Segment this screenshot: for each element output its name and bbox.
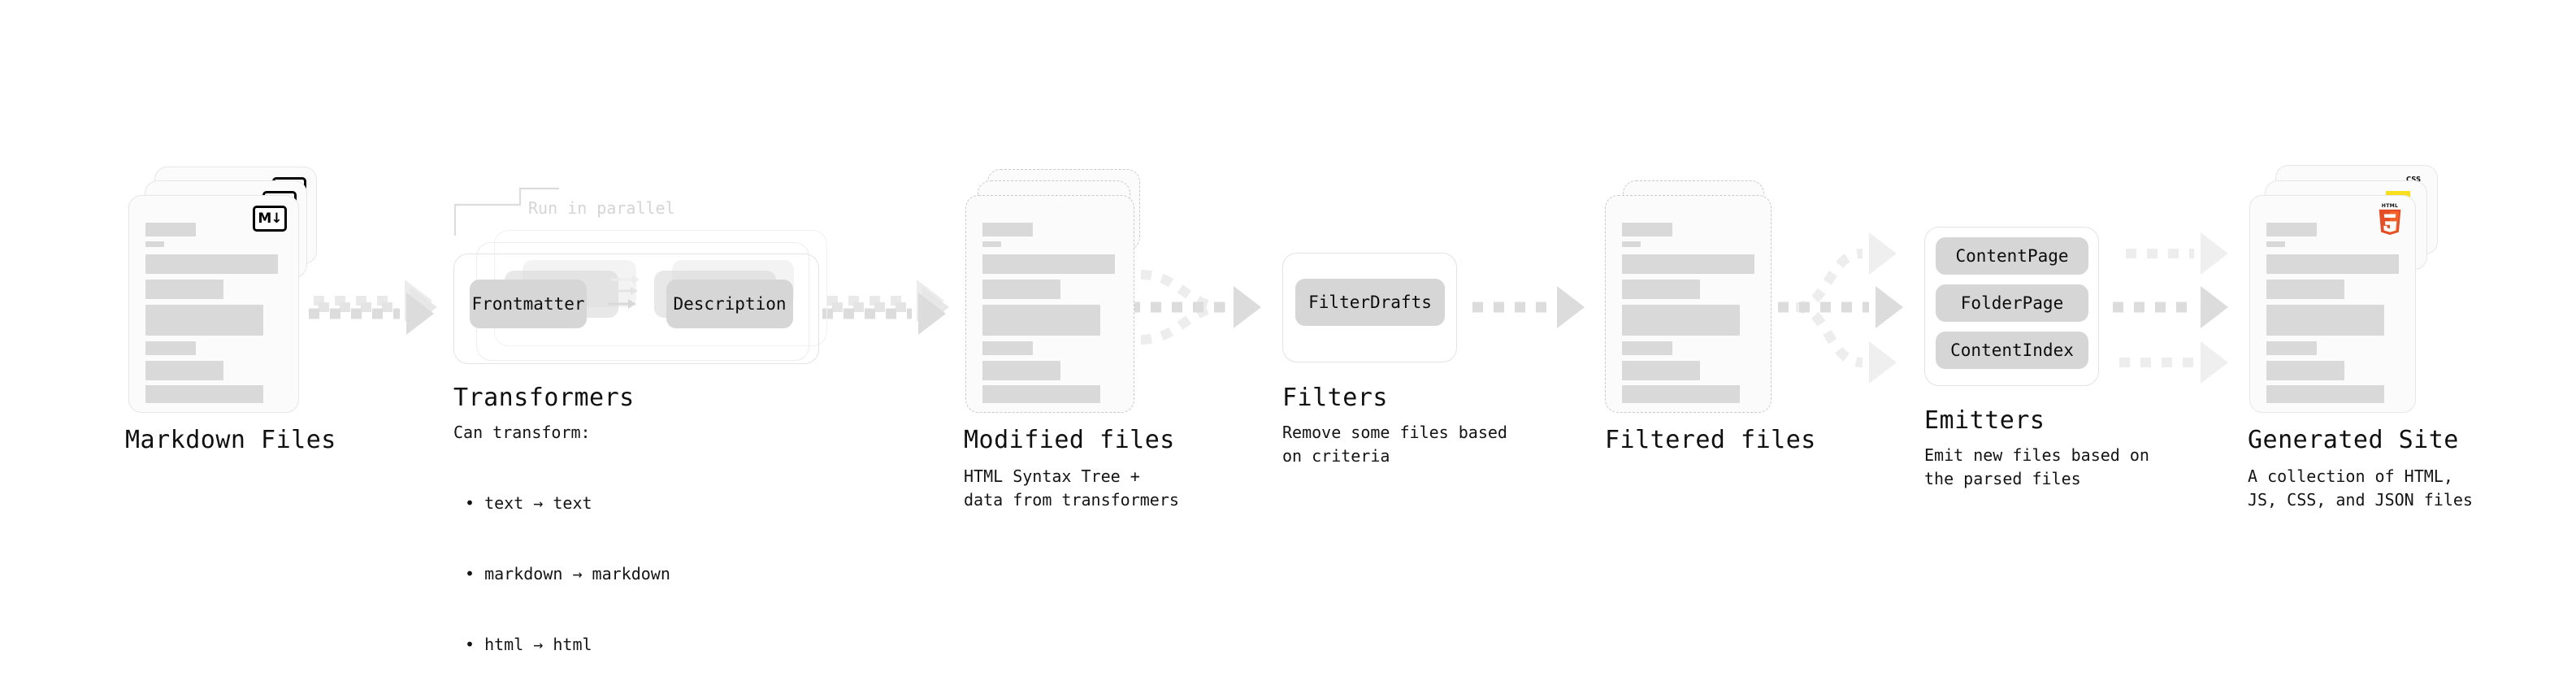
stage-title-modified-files: Modified files: [964, 426, 1175, 454]
bullet-text: • text → text: [465, 493, 592, 513]
html5-icon: HTML: [2379, 203, 2401, 235]
skeleton-bar: [2266, 254, 2399, 274]
skeleton-bar: [982, 361, 1060, 380]
skeleton-bar: [145, 280, 223, 299]
skeleton-bar: [1622, 280, 1700, 299]
skeleton-bar: [2266, 241, 2285, 247]
stage-title-transformers: Transformers: [453, 384, 635, 412]
skeleton-bar: [2266, 385, 2384, 403]
chip-frontmatter[interactable]: Frontmatter: [470, 280, 587, 328]
skeleton-bar: [1622, 361, 1700, 380]
skeleton-bar: [1622, 305, 1740, 336]
stage-title-filtered-files: Filtered files: [1605, 426, 1816, 454]
skeleton-bar: [1622, 341, 1672, 355]
skeleton-bar: [982, 223, 1033, 236]
skeleton-bar: [145, 223, 196, 236]
run-in-parallel-note: Run in parallel: [528, 198, 675, 218]
modified-files-description: HTML Syntax Tree + data from transformer…: [964, 466, 1179, 510]
svg-text:HTML: HTML: [2382, 203, 2398, 209]
generated-file-card-html[interactable]: HTML: [2249, 195, 2416, 413]
stage-title-markdown-files: Markdown Files: [125, 426, 336, 454]
transformers-bullets: • text → text • markdown → markdown • ht…: [465, 445, 670, 681]
generated-site-description: A collection of HTML, JS, CSS, and JSON …: [2248, 466, 2473, 510]
chip-folderpage-label: FolderPage: [1960, 293, 2064, 313]
skeleton-bar: [1622, 385, 1740, 403]
skeleton-bar: [982, 385, 1100, 403]
chip-description-label: Description: [673, 294, 787, 314]
skeleton-bar: [1622, 254, 1754, 274]
chip-filterdrafts[interactable]: FilterDrafts: [1295, 279, 1445, 326]
chip-contentpage-label: ContentPage: [1955, 246, 2069, 266]
skeleton-bar: [2266, 305, 2384, 336]
skeleton-bar: [2266, 361, 2344, 380]
chip-contentindex-label: ContentIndex: [1950, 340, 2074, 360]
svg-text:CSS: CSS: [2406, 175, 2421, 183]
chip-frontmatter-label: Frontmatter: [471, 294, 585, 314]
stage-title-emitters: Emitters: [1924, 406, 2045, 435]
skeleton-bar: [145, 241, 164, 247]
transformers-description: Can transform:: [453, 423, 591, 442]
skeleton-bar: [145, 254, 278, 274]
arrow-emitters-to-site: [2113, 232, 2228, 384]
skeleton-bar: [145, 385, 263, 403]
skeleton-bar: [2266, 223, 2317, 236]
skeleton-bar: [1622, 241, 1641, 247]
skeleton-bar: [1622, 223, 1672, 236]
bullet-html: • html → html: [465, 635, 592, 654]
arrow-markdown-to-transformers: [309, 280, 437, 335]
stage-title-filters: Filters: [1282, 384, 1388, 412]
skeleton-bar: [2266, 280, 2344, 299]
skeleton-bar: [145, 305, 263, 336]
emitters-description: Emit new files based on the parsed files: [1924, 445, 2149, 488]
skeleton-bar: [982, 254, 1115, 274]
skeleton-bar: [982, 241, 1001, 247]
stage-title-generated-site: Generated Site: [2248, 426, 2459, 454]
transformers-panel[interactable]: [453, 254, 819, 364]
chip-contentindex[interactable]: ContentIndex: [1936, 332, 2088, 369]
arrow-modified-to-filters: [1130, 270, 1261, 345]
skeleton-bar: [982, 280, 1060, 299]
filters-description: Remove some files based on criteria: [1282, 423, 1507, 466]
chip-filterdrafts-label: FilterDrafts: [1308, 293, 1432, 312]
skeleton-bar: [982, 341, 1033, 355]
skeleton-bar: [2266, 341, 2317, 355]
bullet-markdown: • markdown → markdown: [465, 564, 670, 583]
skeleton-bar: [145, 341, 196, 355]
chip-description[interactable]: Description: [666, 280, 793, 328]
arrow-transformers-to-modified: [822, 280, 949, 335]
markdown-file-card-front[interactable]: M↓: [128, 195, 299, 413]
chip-contentpage[interactable]: ContentPage: [1936, 237, 2088, 275]
filtered-file-card-front[interactable]: [1605, 195, 1772, 413]
arrow-filters-to-filtered: [1472, 286, 1585, 328]
skeleton-bar: [982, 305, 1100, 336]
chip-folderpage[interactable]: FolderPage: [1936, 284, 2088, 322]
markdown-icon: M↓: [253, 206, 287, 232]
modified-file-card-front[interactable]: [965, 195, 1134, 413]
skeleton-bar: [145, 361, 223, 380]
arrow-filtered-to-emitters: [1778, 232, 1903, 384]
